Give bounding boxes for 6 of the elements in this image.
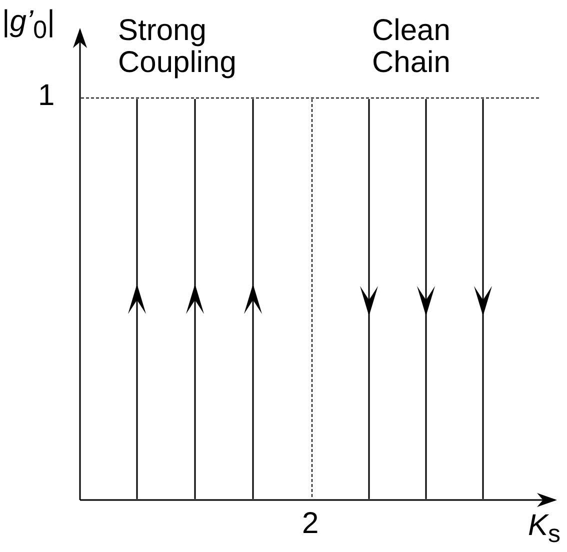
tick-label: 1	[38, 80, 55, 112]
region-label: Strong Coupling	[118, 15, 238, 79]
tick-label: 2	[302, 508, 319, 540]
axis-label: K$_{s}$	[528, 510, 561, 550]
axis-label: |g’$_{0}$|	[2, 6, 55, 46]
region-label: Clean Chain	[372, 15, 452, 79]
